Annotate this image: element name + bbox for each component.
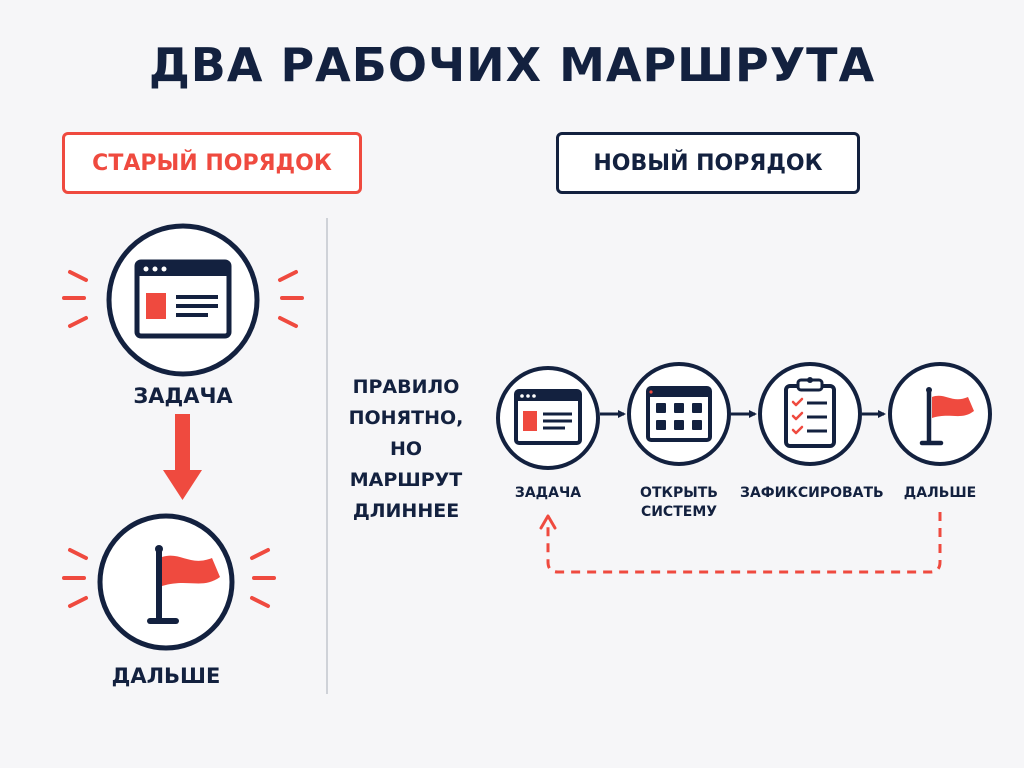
new-route-badge: НОВЫЙ ПОРЯДОК xyxy=(556,132,860,194)
column-divider xyxy=(326,218,328,694)
app-grid-icon xyxy=(646,386,712,442)
new-task-label: ЗАДАЧА xyxy=(514,485,582,501)
route-note: ПРАВИЛО ПОНЯТНО, НО МАРШРУТ ДЛИННЕЕ xyxy=(348,376,464,522)
old-task-node xyxy=(106,223,260,377)
old-route-arrow xyxy=(163,414,202,500)
new-next-label: ДАЛЬШЕ xyxy=(903,485,977,501)
browser-window-icon xyxy=(514,389,582,445)
flag-icon xyxy=(919,387,974,446)
old-next-label: ДАЛЬШЕ xyxy=(111,664,221,688)
return-loop-dashed-arrow xyxy=(539,512,942,574)
record-node xyxy=(758,362,862,466)
old-route-badge: СТАРЫЙ ПОРЯДОК xyxy=(62,132,362,194)
record-label: ЗАФИКСИРОВАТЬ xyxy=(740,485,884,501)
stress-marks-task xyxy=(62,270,304,328)
stress-marks-next xyxy=(62,548,276,608)
browser-window-icon xyxy=(134,259,232,339)
old-task-label: ЗАДАЧА xyxy=(133,384,233,408)
old-next-node xyxy=(97,513,235,651)
checklist-clipboard-icon xyxy=(784,377,836,448)
open-system-node xyxy=(627,362,731,466)
new-task-node xyxy=(496,366,600,470)
new-next-node xyxy=(888,362,992,466)
page-title: ДВА РАБОЧИХ МАРШРУТА xyxy=(148,38,876,92)
open-system-label: ОТКРЫТЬ СИСТЕМУ xyxy=(640,485,718,520)
flag-icon xyxy=(147,545,220,624)
